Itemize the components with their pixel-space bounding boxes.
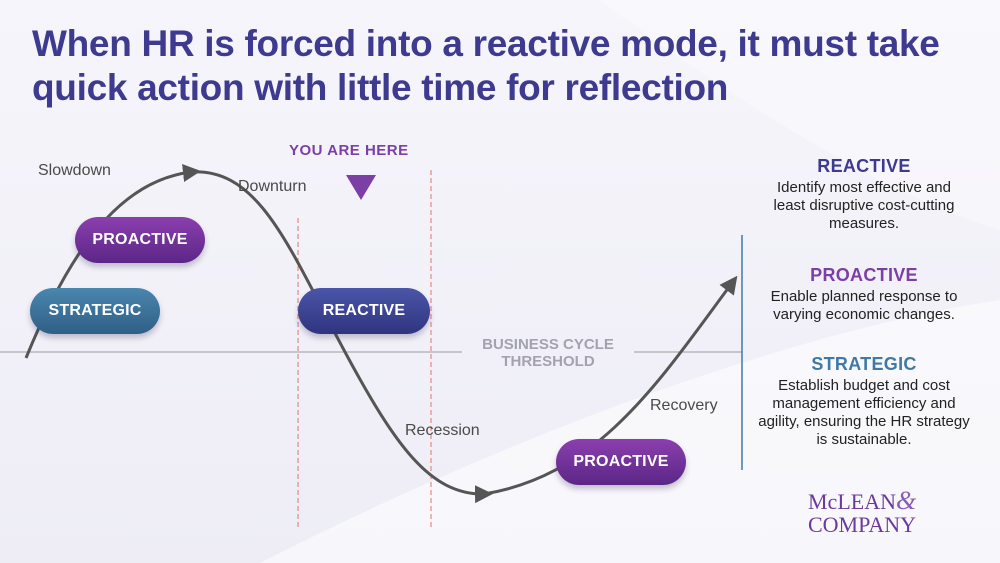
- phase-recession: Recession: [405, 422, 480, 439]
- phase-slowdown: Slowdown: [38, 162, 111, 179]
- logo-line2: COMPANY: [808, 512, 917, 537]
- strategic-pill: STRATEGIC: [30, 288, 160, 334]
- legend-reactive-heading: REACTIVE: [817, 156, 911, 176]
- phase-recovery: Recovery: [650, 397, 718, 414]
- page-title: When HR is forced into a reactive mode, …: [32, 23, 940, 108]
- legend-reactive: REACTIVE Identify most effective and lea…: [748, 156, 980, 233]
- curve-recovery: [483, 275, 738, 496]
- logo-ampersand: &: [895, 486, 917, 515]
- proactive-pill-bottom: PROACTIVE: [556, 439, 686, 485]
- you-are-here-label: YOU ARE HERE: [289, 142, 409, 159]
- legend-proactive-text: Enable planned response to varying econo…: [770, 288, 958, 323]
- phase-downturn: Downturn: [238, 178, 307, 195]
- legend-strategic: STRATEGIC Establish budget and cost mana…: [748, 354, 980, 449]
- legend-strategic-text: Establish budget and cost management eff…: [758, 377, 970, 448]
- threshold-line1: BUSINESS CYCLE: [482, 336, 614, 353]
- business-cycle-threshold-label: BUSINESS CYCLE THRESHOLD: [468, 336, 628, 370]
- legend-proactive-heading: PROACTIVE: [810, 265, 918, 285]
- company-logo: McLEAN& COMPANY: [808, 488, 968, 537]
- you-are-here-triangle: [346, 175, 376, 200]
- reactive-pill: REACTIVE: [298, 288, 430, 334]
- legend-proactive: PROACTIVE Enable planned response to var…: [748, 265, 980, 324]
- threshold-line2: THRESHOLD: [501, 353, 595, 370]
- logo-line1: McLEAN: [808, 489, 896, 514]
- legend-strategic-heading: STRATEGIC: [811, 354, 917, 374]
- legend-reactive-text: Identify most effective and least disrup…: [773, 179, 955, 232]
- curve-fall: [191, 170, 493, 504]
- proactive-pill-top: PROACTIVE: [75, 217, 205, 263]
